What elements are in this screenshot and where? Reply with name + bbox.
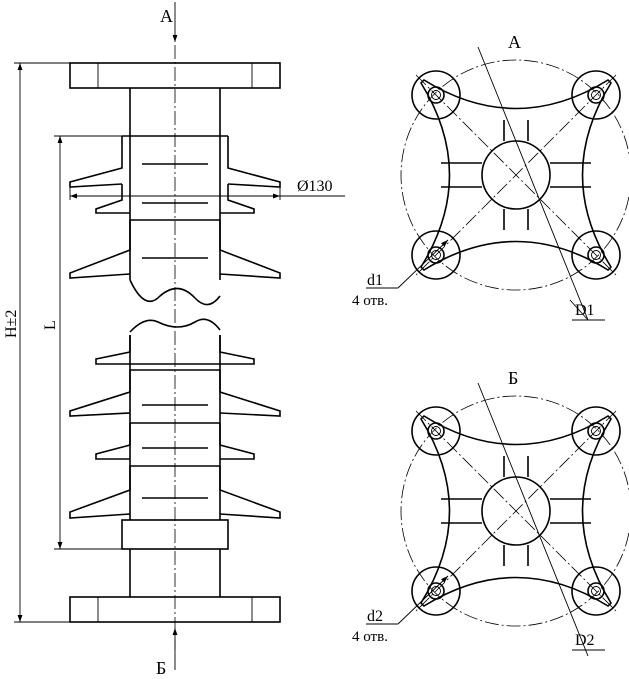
view-a-flange — [400, 46, 629, 321]
bottom-fitting-collar — [121, 519, 229, 550]
shed-diameter-dimension: Ø130 — [69, 178, 345, 200]
view-a-hole-diameter: d1 — [367, 272, 383, 289]
view-b-title: Б — [508, 368, 518, 388]
top-fitting — [129, 88, 221, 131]
bottom-flange — [69, 596, 281, 623]
top-flange — [69, 62, 281, 89]
view-a-hole-count: 4 отв. — [352, 293, 388, 309]
view-b: Б d2 4 отв. D2 — [352, 368, 629, 657]
view-a: А d1 4 отв. D1 — [352, 32, 629, 321]
length-dimension: L — [42, 135, 122, 550]
view-b-hole-count: 4 отв. — [352, 629, 388, 645]
height-dim-label: H±2 — [3, 310, 20, 338]
bottom-fitting — [129, 549, 221, 597]
break-line-upper — [129, 318, 221, 333]
view-b-flange — [400, 382, 629, 657]
height-dimension: H±2 — [3, 62, 70, 623]
break-line-lower — [129, 279, 221, 306]
view-a-bolt-circle: D1 — [575, 302, 595, 319]
side-view: А Б — [3, 2, 345, 678]
lower-sheds — [69, 335, 281, 519]
shed-diameter-label: Ø130 — [297, 178, 333, 195]
view-b-hole-diameter: d2 — [367, 608, 383, 625]
length-dim-label: L — [42, 320, 59, 330]
section-a-mark: А — [160, 6, 173, 26]
upper-sheds — [69, 135, 281, 279]
section-b-mark: Б — [156, 658, 166, 678]
view-a-title: А — [508, 32, 521, 52]
view-b-bolt-circle: D2 — [575, 632, 595, 649]
